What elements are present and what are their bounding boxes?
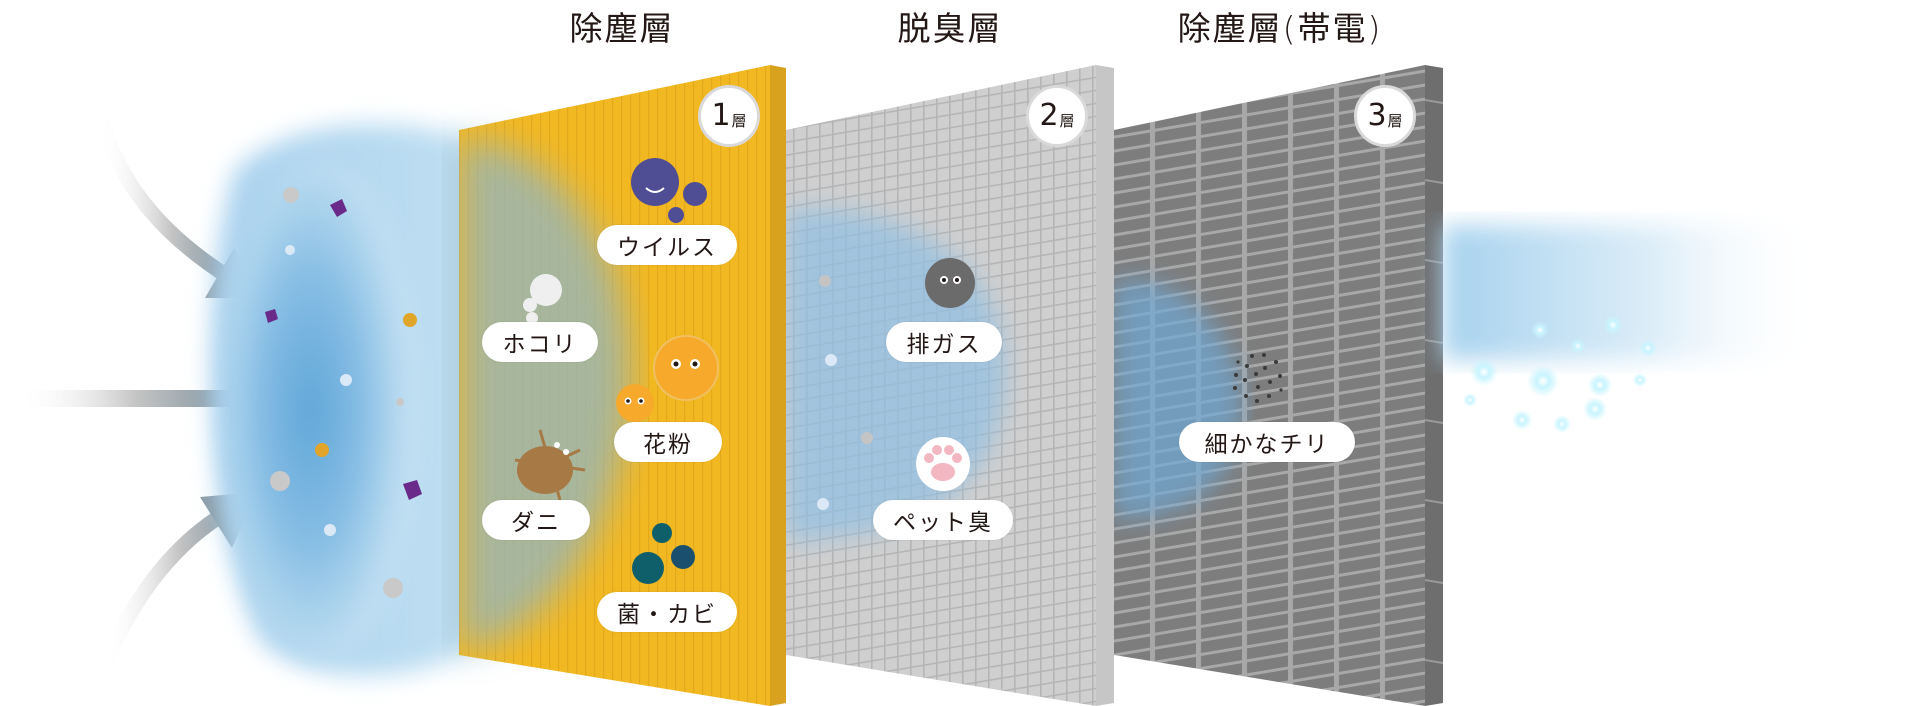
target-label-fine-dust: 細かなチリ	[1179, 422, 1355, 462]
badge-unit: 層	[1387, 111, 1403, 130]
target-label-exhaust: 排ガス	[886, 322, 1002, 362]
target-label-dust: ホコリ	[482, 322, 598, 362]
paw-icon	[916, 437, 970, 491]
target-label-pet-odor: ペット臭	[873, 500, 1013, 540]
particles	[265, 187, 873, 598]
badge-number: 2	[1039, 98, 1059, 133]
filter-panel-3	[1114, 65, 1444, 706]
target-label-pollen: 花粉	[614, 422, 722, 462]
dust-cloud-icon	[523, 274, 562, 324]
virus-icon	[631, 158, 707, 223]
filter-panel-2	[786, 65, 1114, 706]
clean-air-stream	[1443, 225, 1823, 360]
sparkle-icon	[1463, 315, 1657, 433]
badge-unit: 層	[731, 111, 747, 130]
layer-title-2: 脱臭層	[897, 9, 1003, 48]
pollen-icon	[616, 335, 719, 422]
incoming-air-cloud	[211, 124, 470, 676]
target-label-mold: 菌・カビ	[597, 592, 737, 632]
badge-number: 3	[1367, 98, 1387, 133]
layer-title-1: 除塵層	[569, 9, 675, 48]
layer-title-3: 除塵層(帯電)	[1177, 9, 1383, 48]
mite-icon	[514, 429, 586, 501]
target-label-virus: ウイルス	[597, 225, 737, 265]
mold-spore-icon	[632, 523, 695, 584]
exhaust-smoke-icon	[925, 258, 975, 308]
badge-number: 1	[711, 98, 731, 133]
target-label-mite: ダニ	[482, 500, 590, 540]
badge-unit: 層	[1059, 111, 1075, 130]
fine-particles-icon	[1233, 353, 1283, 403]
